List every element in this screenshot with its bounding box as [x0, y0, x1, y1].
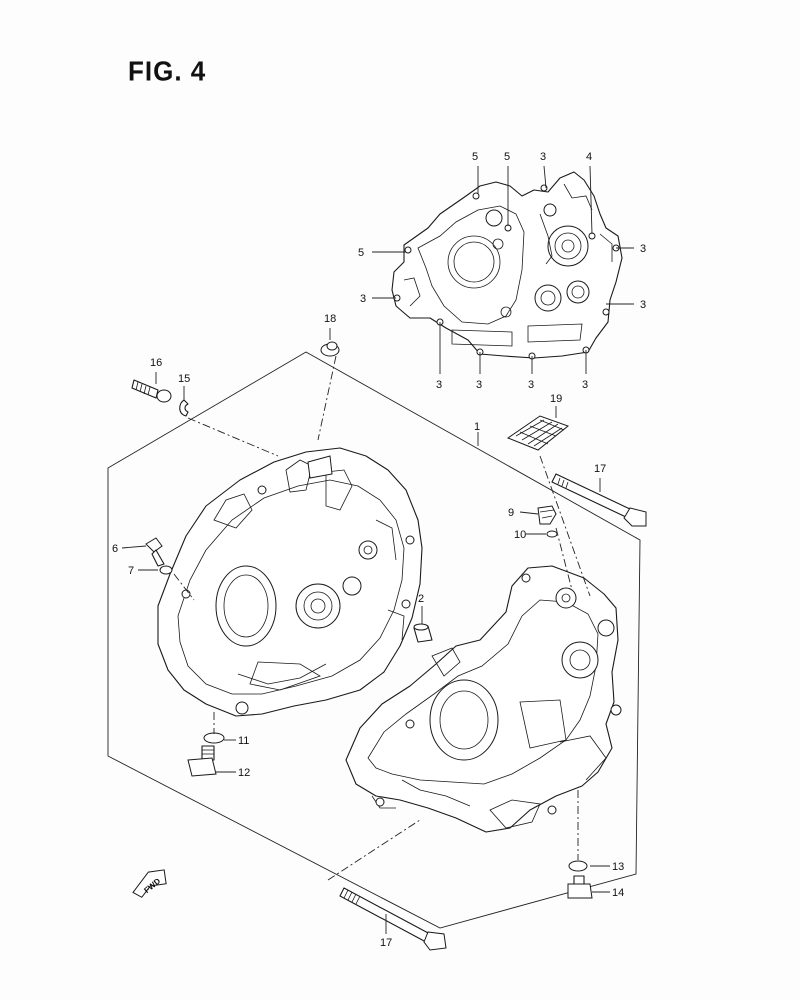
gasket-10	[203, 732, 225, 744]
callout-9: 10	[514, 529, 526, 541]
callout-18: 18	[324, 313, 336, 325]
washer-9	[546, 530, 558, 538]
leader-lines	[121, 165, 634, 934]
callout-3-g: 3	[528, 379, 534, 391]
crankcase-top-view	[391, 171, 623, 360]
drain-plug	[187, 745, 217, 777]
callout-5-b: 5	[504, 151, 510, 163]
crankcase-left-half	[157, 447, 423, 717]
callout-15: 16	[150, 357, 162, 369]
callout-4: 4	[586, 151, 592, 163]
callout-17: 17	[380, 937, 392, 949]
drain-bolt	[537, 505, 557, 525]
washer-7	[159, 565, 173, 575]
callout-11: 12	[238, 767, 250, 779]
callout-3-d: 3	[640, 299, 646, 311]
figure-title: FIG. 4	[128, 54, 207, 88]
callout-1: 1	[474, 421, 480, 433]
oil-strainer-screen	[506, 415, 570, 451]
callout-13: 14	[612, 887, 624, 899]
dowel-pin	[413, 623, 433, 643]
grommet	[320, 341, 340, 357]
bolt-13	[567, 875, 593, 899]
callout-3-c: 3	[640, 243, 646, 255]
callout-3-f: 3	[476, 379, 482, 391]
callout-16: 17	[594, 463, 606, 475]
circlip	[179, 399, 189, 417]
callout-3-e: 3	[436, 379, 442, 391]
small-bolt	[145, 537, 165, 567]
callout-12: 13	[612, 861, 624, 873]
crankcase-right-half	[345, 565, 622, 833]
callout-5-c: 5	[358, 247, 364, 259]
long-bolt-lower	[339, 887, 447, 951]
callout-7: 7	[128, 565, 134, 577]
assembly-boundary	[107, 351, 641, 929]
callout-2: 2	[418, 593, 424, 605]
callout-3-b: 3	[360, 293, 366, 305]
callout-5-a: 5	[472, 151, 478, 163]
callout-3-h: 3	[582, 379, 588, 391]
callout-10: 11	[238, 735, 249, 747]
callout-19: 19	[550, 393, 562, 405]
stud-bolt	[131, 379, 172, 403]
callout-3-a: 3	[540, 151, 546, 163]
callout-8: 9	[508, 507, 514, 519]
forward-arrow-icon: FWD	[132, 869, 167, 898]
callout-14: 15	[178, 373, 190, 385]
long-bolt-upper	[551, 473, 647, 527]
callout-labels: 5 5 3 4 5 3 3 3 3 3 3 3 18 16 15 19 1 17…	[112, 151, 646, 949]
callout-6: 6	[112, 543, 118, 555]
washer-12	[568, 860, 588, 872]
